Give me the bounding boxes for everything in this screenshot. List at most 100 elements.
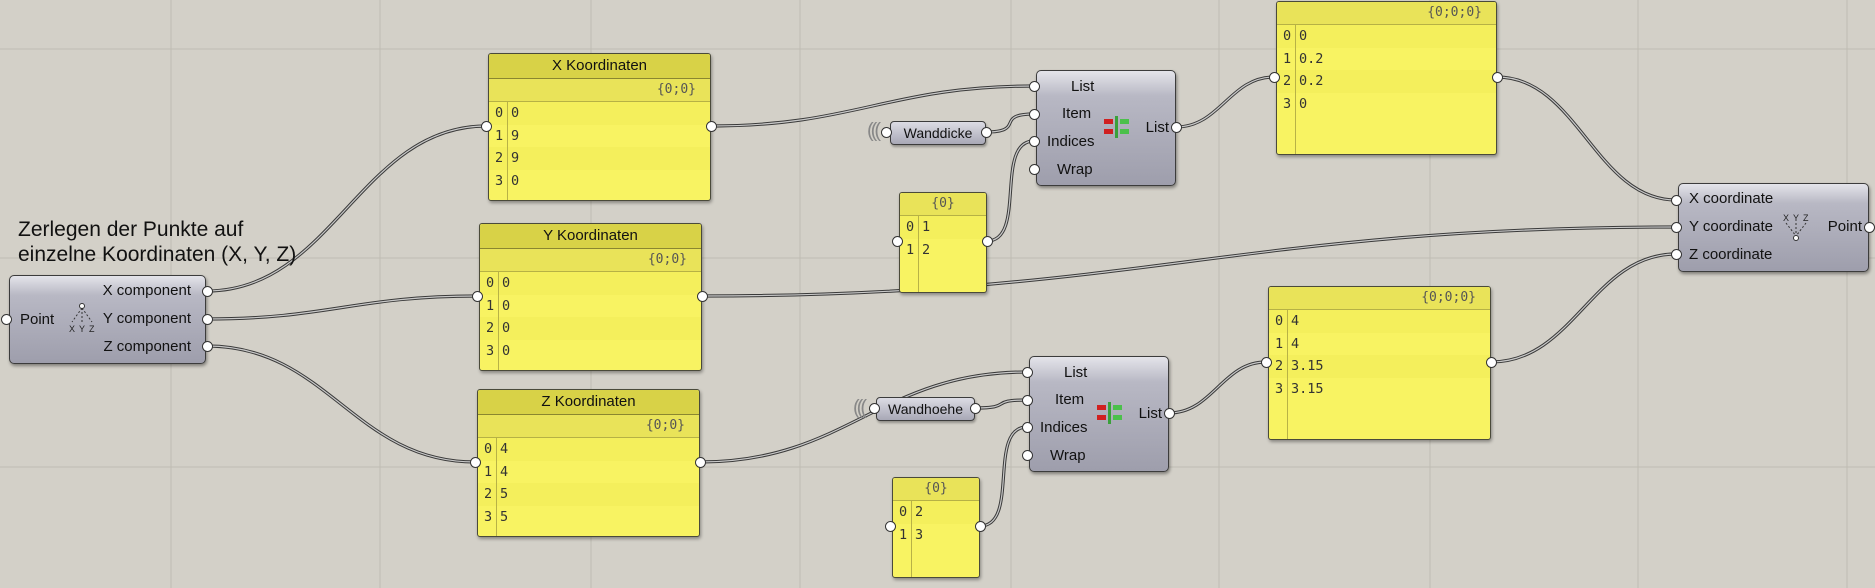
row-index: 1 — [899, 526, 908, 543]
connection-grip[interactable] — [982, 236, 993, 247]
connection-grip[interactable] — [970, 403, 981, 414]
connection-grip[interactable] — [202, 314, 213, 325]
connection-grip[interactable] — [1029, 109, 1040, 120]
deconstruct-output-y: Y component — [102, 310, 191, 327]
input-item: Item — [1055, 391, 1085, 408]
deconstruct-point-xyz-icon: X Y Z — [69, 303, 95, 334]
row-index: 2 — [484, 486, 493, 502]
connection-grip[interactable] — [1164, 408, 1175, 419]
row-value: 4 — [1291, 335, 1300, 352]
connection-grip[interactable] — [1022, 395, 1033, 406]
connection-grip[interactable] — [1029, 136, 1040, 147]
svg-text:X: X — [69, 324, 75, 334]
row-value: 5 — [500, 486, 509, 502]
connection-grip[interactable] — [1029, 81, 1040, 92]
connection-grip[interactable] — [1022, 422, 1033, 433]
row-value: 4 — [500, 463, 509, 480]
connection-grip[interactable] — [1029, 164, 1040, 175]
row-value: 0 — [1299, 28, 1308, 44]
connection-grip[interactable] — [1671, 222, 1682, 233]
connection-grip[interactable] — [472, 291, 483, 302]
input-indices: Indices — [1040, 419, 1088, 436]
connection-grip[interactable] — [1261, 357, 1272, 368]
row-index: 1 — [486, 297, 495, 314]
connection-grip[interactable] — [1022, 367, 1033, 378]
connection-grip[interactable] — [869, 403, 880, 414]
row-value: 4 — [1291, 313, 1300, 329]
row-index: 0 — [486, 275, 495, 291]
slider-link-icon: ((( — [853, 397, 867, 419]
row-index: 1 — [1275, 335, 1284, 352]
wandhoehe-param[interactable]: Wandhoehe — [876, 397, 975, 421]
deconstruct-point-component[interactable]: Point X Y Z X component Y component Z co… — [9, 275, 206, 364]
connection-grip[interactable] — [706, 121, 717, 132]
connection-grip[interactable] — [470, 457, 481, 468]
connection-grip[interactable] — [1864, 222, 1875, 233]
row-value: 0 — [511, 105, 520, 121]
row-index: 2 — [486, 320, 495, 336]
connection-grip[interactable] — [1171, 122, 1182, 133]
connection-grip[interactable] — [1486, 357, 1497, 368]
construct-point-component[interactable]: X coordinate Y coordinate Z coordinate X… — [1678, 183, 1869, 272]
row-value: 0 — [502, 275, 511, 291]
row-value: 4 — [500, 441, 509, 457]
construct-input-x: X coordinate — [1689, 190, 1774, 207]
connection-grip[interactable] — [892, 236, 903, 247]
input-item: Item — [1062, 105, 1092, 122]
connection-grip[interactable] — [975, 521, 986, 532]
panel-title: X Koordinaten — [489, 54, 710, 79]
wanddicke-param[interactable]: Wanddicke — [890, 121, 986, 145]
replace-items-component-top[interactable]: List Item Indices Wrap List — [1036, 70, 1176, 186]
connection-grip[interactable] — [695, 457, 706, 468]
construct-point-xyz-icon: X Y Z — [1783, 213, 1809, 241]
row-index: 2 — [495, 150, 504, 166]
connection-grip[interactable] — [202, 286, 213, 297]
svg-text:Y: Y — [79, 324, 85, 334]
connection-grip[interactable] — [981, 127, 992, 138]
row-index: 2 — [1283, 73, 1292, 89]
connection-grip[interactable] — [1671, 195, 1682, 206]
row-value: 0 — [1299, 95, 1308, 112]
connection-grip[interactable] — [1269, 72, 1280, 83]
deconstruct-output-x: X component — [102, 282, 191, 299]
connection-grip[interactable] — [1022, 450, 1033, 461]
deconstruct-input-label: Point — [20, 311, 55, 328]
row-value: 0 — [502, 297, 511, 314]
deconstruct-output-z: Z component — [103, 338, 191, 355]
connection-grip[interactable] — [1671, 249, 1682, 260]
panel-path: {0;0} — [480, 249, 701, 272]
row-value: 1 — [922, 219, 931, 235]
connection-grip[interactable] — [885, 521, 896, 532]
connection-grip[interactable] — [697, 291, 708, 302]
connection-grip[interactable] — [481, 121, 492, 132]
construct-output-point: Point — [1827, 218, 1862, 235]
row-value: 5 — [500, 508, 509, 525]
connection-grip[interactable] — [1492, 72, 1503, 83]
connection-grip[interactable] — [1, 314, 12, 325]
panel-path: {0} — [900, 193, 986, 216]
connection-grip[interactable] — [881, 127, 892, 138]
input-wrap: Wrap — [1050, 447, 1086, 464]
connection-grip[interactable] — [202, 341, 213, 352]
output-list: List — [1145, 119, 1169, 136]
input-indices: Indices — [1047, 133, 1095, 150]
replace-items-component-bottom[interactable]: List Item Indices Wrap List — [1029, 356, 1169, 472]
row-index: 1 — [495, 127, 504, 144]
